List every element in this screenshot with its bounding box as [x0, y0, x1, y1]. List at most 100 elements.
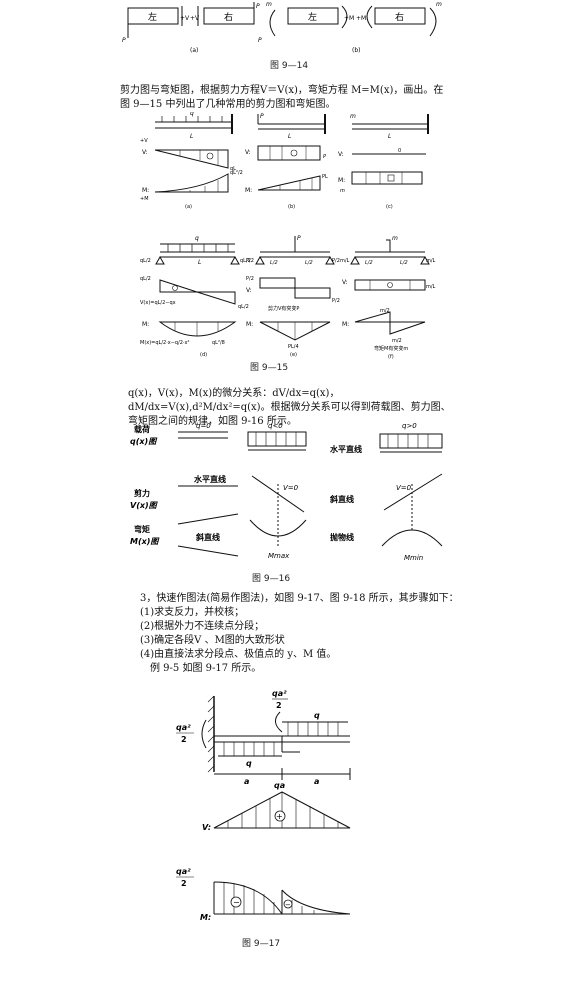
step-4: (4)由直接法求分段点、极值点的 y、M 值。: [140, 649, 337, 660]
col-q-pos: q>0 V=0 Mmin: [379, 422, 443, 562]
right-box-label-b: 右: [395, 11, 404, 23]
figure-9-14-caption: 图 9—14: [270, 61, 309, 71]
q-right-label: q: [314, 711, 320, 720]
a-left-label: a: [244, 777, 249, 786]
slope-label-2: 斜直线: [329, 494, 354, 504]
left-box-label-b: 左: [308, 11, 317, 23]
M-label-e: M:: [246, 321, 253, 328]
qL2-8-label: qL²/8: [212, 340, 225, 346]
moment-label-left: +M: [344, 15, 354, 22]
qL-label-a: qL: [230, 166, 236, 172]
L-label-c: L: [388, 133, 391, 140]
mx-formula: M(x)=qL/2·x−q/2·x²: [140, 340, 190, 346]
mmin-label: Mmin: [404, 554, 423, 562]
qL2-label-a: qL²/2: [230, 170, 243, 176]
v0-label-b: V=0: [396, 484, 412, 492]
row-shear-label: 剪力: [134, 488, 150, 498]
diagram-a: q L +V V: qL M: +M qL²/2 (a): [140, 112, 243, 210]
m-label-f: m: [392, 235, 398, 242]
qa2-left-den: 2: [181, 735, 187, 744]
M-label-c: M:: [338, 177, 345, 184]
qa2-top-den: 2: [276, 701, 282, 710]
paragraph-shear-moment: 剪力图与弯矩图，根据剪力方程V＝V(x)，弯矩方程 M=M(x)，画出。在图 9…: [120, 85, 444, 110]
P2-v-e: P/2: [246, 276, 254, 282]
m2-top-f: m/2: [380, 308, 390, 314]
example-9-5: 例 9-5 如图 9-17 所示。: [150, 663, 262, 674]
V-label-e: V:: [246, 287, 252, 294]
L-label-d: L: [198, 259, 201, 266]
qa-label: qa: [274, 781, 285, 790]
plus-m-label: +M: [140, 196, 149, 202]
p-label-2: P: [122, 37, 126, 44]
right-segment-box-b: [374, 7, 426, 25]
M-label-a: M:: [142, 187, 149, 194]
L-label-a: L: [190, 133, 193, 140]
shear-label-left: +V: [180, 15, 190, 22]
m-label-b2: m: [436, 1, 442, 8]
qL2-v-d: qL/2: [140, 276, 151, 282]
figure-9-16-caption: 图 9—16: [252, 574, 291, 584]
row-load-label: 载荷: [134, 424, 150, 434]
P-label-b2: P: [323, 154, 326, 160]
parabola-label: 抛物线: [330, 532, 354, 542]
V-label-17: V:: [202, 823, 211, 832]
a-right-label: a: [314, 777, 319, 786]
col-q-neg: q<0 V=0 Mmax: [247, 422, 307, 560]
qpos-label: q>0: [402, 422, 417, 430]
diagram-e: P L/2 L/2 P/2 P/2 P/2 V: P/2 剪力V有突变P M: …: [246, 235, 340, 358]
qL2-left-d: qL/2: [140, 258, 151, 264]
sub-b-label: (b): [352, 47, 361, 54]
moment-label-right: +M: [356, 15, 366, 22]
P2-v-e2: P/2: [332, 298, 340, 304]
sub-c-label-15: (c): [386, 204, 393, 210]
qL2-v-d2: qL/2: [238, 304, 249, 310]
p-label-b: P: [258, 37, 262, 44]
q-label-a: q: [190, 112, 194, 117]
diagram-c: m L V: 0 M: m (c): [338, 113, 429, 210]
left-segment-box: [127, 7, 179, 25]
P-label-e: P: [297, 235, 301, 242]
moment-jump-note: 弯矩M有突变m: [374, 345, 408, 352]
figure-9-16: 载荷 q(x)图 剪力 V(x)图 弯矩 M(x)图 q=0 水平直线 斜直线 …: [130, 422, 443, 562]
step-3: (3)确定各段V 、M图的大致形状: [140, 635, 285, 646]
L-label-b: L: [288, 133, 291, 140]
q0-label: q=0: [196, 422, 211, 430]
qa2-left-num: qa²: [176, 723, 191, 732]
v0-label-a: V=0: [283, 484, 299, 492]
mL-left-f: m/L: [340, 258, 350, 264]
P2-right-e: P/2: [332, 258, 340, 264]
right-box-label: 右: [224, 11, 233, 23]
left-box-label: 左: [148, 11, 157, 23]
m-label-c2: m: [340, 188, 345, 194]
figure-9-14: 左 +V +V 右 P P (a) 左 +M +M 右 P m m (b): [122, 1, 442, 54]
sub-a-label-15: (a): [185, 204, 192, 210]
plus-v-label: +V: [140, 138, 148, 144]
M-label-d: M:: [142, 321, 149, 328]
shear-jump-note: 剪力V有突变P: [268, 305, 299, 312]
m-label-b1: m: [266, 1, 272, 8]
P2-left-e: P/2: [246, 258, 254, 264]
M-label-f: M:: [342, 321, 349, 328]
horiz-label-1: 水平直线: [193, 474, 226, 484]
slope-label-1: 斜直线: [195, 532, 220, 542]
L2-left-e: L/2: [270, 260, 278, 266]
sub-f-label-15: (f): [388, 354, 394, 360]
qa2-top-num: qa²: [272, 689, 287, 698]
sub-a-label: (a): [190, 47, 198, 54]
M-label-17: M:: [200, 913, 211, 922]
row-shear-sub: V(x)图: [130, 501, 159, 510]
mL-right-f: m/L: [426, 258, 436, 264]
quick-method-intro: 3，快速作图法(简易作图法)，如图 9-17、图 9-18 所示，其步骤如下：: [140, 593, 459, 604]
svg-text:−: −: [285, 901, 291, 909]
vx-formula: V(x)=qL/2−qx: [140, 300, 176, 306]
V-label-a: V:: [142, 149, 148, 156]
col-q-zero: q=0 水平直线 斜直线: [177, 422, 239, 557]
M-label-b: M:: [245, 187, 252, 194]
L2-right-f: L/2: [400, 260, 408, 266]
horiz-label-2: 水平直线: [329, 444, 362, 454]
row-moment-label: 弯矩: [134, 524, 150, 534]
mL-v-f: m/L: [426, 284, 436, 290]
figure-9-17: qa² 2 q q qa² 2 a a V: + qa qa² 2 M:: [176, 689, 351, 922]
p-label: P: [256, 3, 260, 10]
m-label-c: m: [350, 113, 356, 120]
